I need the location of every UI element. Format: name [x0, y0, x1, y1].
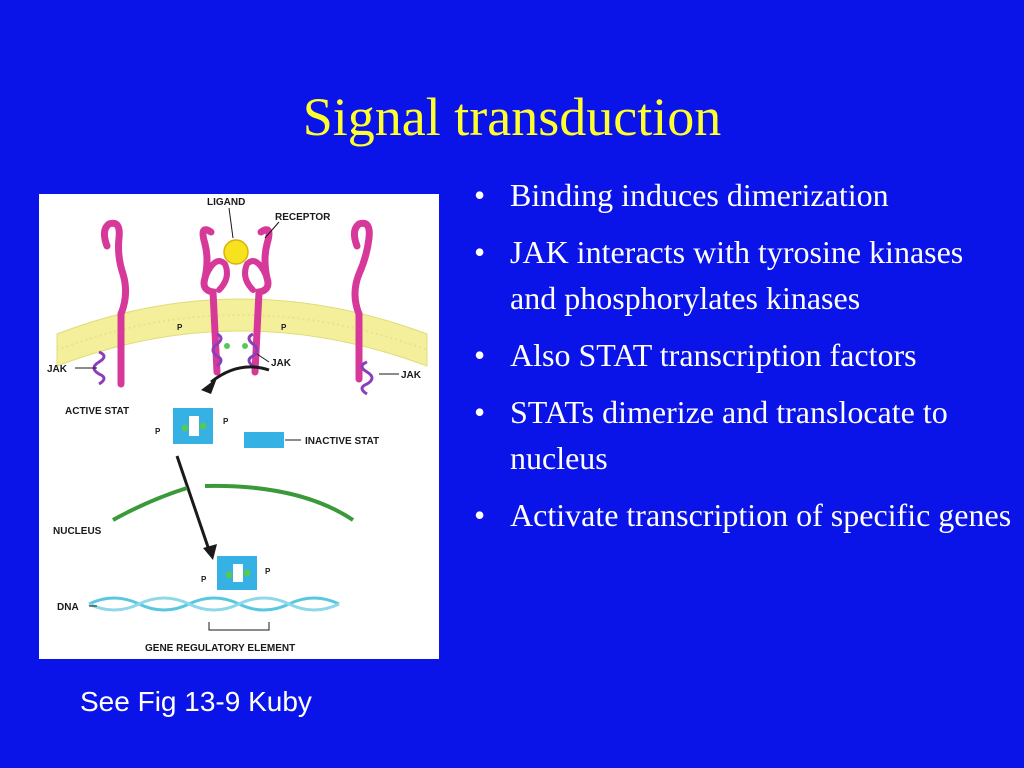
label-p-6: P [265, 567, 271, 576]
bullet-item: • STATs dimerize and translocate to nucle… [472, 389, 1012, 481]
label-jak-left: JAK [47, 364, 68, 375]
ligand-leader [228, 207, 234, 239]
gene-element-bracket [208, 622, 270, 631]
label-gene-regulatory-element: GENE REGULATORY ELEMENT [145, 643, 295, 654]
slide-title: Signal transduction [302, 87, 722, 147]
label-dna: DNA [57, 602, 79, 613]
label-jak-right: JAK [401, 370, 422, 381]
nuclear-stat-gap [233, 564, 243, 582]
bullet-item: • Binding induces dimerization [472, 172, 1012, 218]
bullet-dot-icon: • [474, 337, 486, 373]
phospho-dot-1 [224, 343, 230, 349]
cell-membrane [56, 298, 428, 367]
label-p-3: P [155, 427, 161, 436]
receptor-dimer-right [251, 226, 273, 376]
receptor-left [100, 219, 130, 388]
jak-dimer-leader [256, 353, 270, 363]
receptor-dimer-left [199, 226, 221, 376]
active-stat-phos-1 [181, 424, 189, 432]
nuclear-stat-phos-1 [225, 571, 233, 579]
figure-diagram: LIGAND RECEPTOR JAK JAK JAK ACTIVE STAT … [47, 197, 428, 654]
jak-dimer-left [211, 332, 223, 368]
label-jak-dimer: JAK [271, 358, 292, 369]
dna-strand-1 [88, 596, 340, 612]
membrane-inner-line [56, 314, 428, 351]
bullet-text: JAK interacts with tyrosine kinases and … [510, 234, 964, 316]
bullet-dot-icon: • [474, 234, 486, 270]
receptor-dimer-right-loop [242, 258, 270, 293]
label-inactive-stat: INACTIVE STAT [305, 436, 379, 447]
label-p-1: P [177, 323, 183, 332]
bullet-item: • JAK interacts with tyrosine kinases and… [472, 229, 1012, 321]
bullet-dot-icon: • [474, 177, 486, 213]
bullet-text: Binding induces dimerization [510, 177, 889, 213]
label-p-5: P [201, 575, 207, 584]
label-ligand: LIGAND [207, 197, 245, 208]
label-nucleus: NUCLEUS [53, 526, 102, 537]
bullet-dot-icon: • [474, 497, 486, 533]
translocation-arrowhead [203, 544, 217, 560]
ligand-ball [223, 239, 249, 265]
nuclear-membrane-right [204, 483, 355, 522]
activation-arrowhead [201, 378, 217, 394]
bullet-item: • Activate transcription of specific gene… [472, 492, 1012, 538]
receptor-right [350, 219, 373, 383]
nuclear-stat-phos-2 [243, 569, 251, 577]
phospho-dot-2 [242, 343, 248, 349]
bullet-item: • Also STAT transcription factors [472, 332, 1012, 378]
bullet-text: STATs dimerize and translocate to nucleu… [510, 394, 948, 476]
label-p-4: P [223, 417, 229, 426]
bullet-text: Activate transcription of specific genes [510, 497, 1012, 533]
activation-arrow [210, 365, 270, 384]
active-stat-phos-2 [199, 422, 207, 430]
label-receptor: RECEPTOR [275, 212, 331, 223]
label-active-stat: ACTIVE STAT [65, 406, 129, 417]
figure-caption: See Fig 13-9 Kuby [80, 686, 312, 717]
translocation-arrow [175, 455, 211, 551]
bullet-list: • Binding induces dimerization • JAK inter… [472, 172, 1012, 549]
dna-strand-2 [88, 596, 340, 612]
nuclear-membrane-left [112, 486, 188, 522]
inactive-stat [244, 432, 284, 448]
receptor-dimer-left-loop [202, 258, 230, 293]
bullet-text: Also STAT transcription factors [510, 337, 917, 373]
receptor-leader [264, 221, 280, 239]
active-stat-gap [189, 416, 199, 436]
jak-dimer-right [247, 332, 259, 368]
label-p-2: P [281, 323, 287, 332]
bullet-dot-icon: • [474, 394, 486, 430]
jak-right [360, 360, 374, 396]
signal-transduction-figure: LIGAND RECEPTOR JAK JAK JAK ACTIVE STAT … [39, 194, 439, 659]
